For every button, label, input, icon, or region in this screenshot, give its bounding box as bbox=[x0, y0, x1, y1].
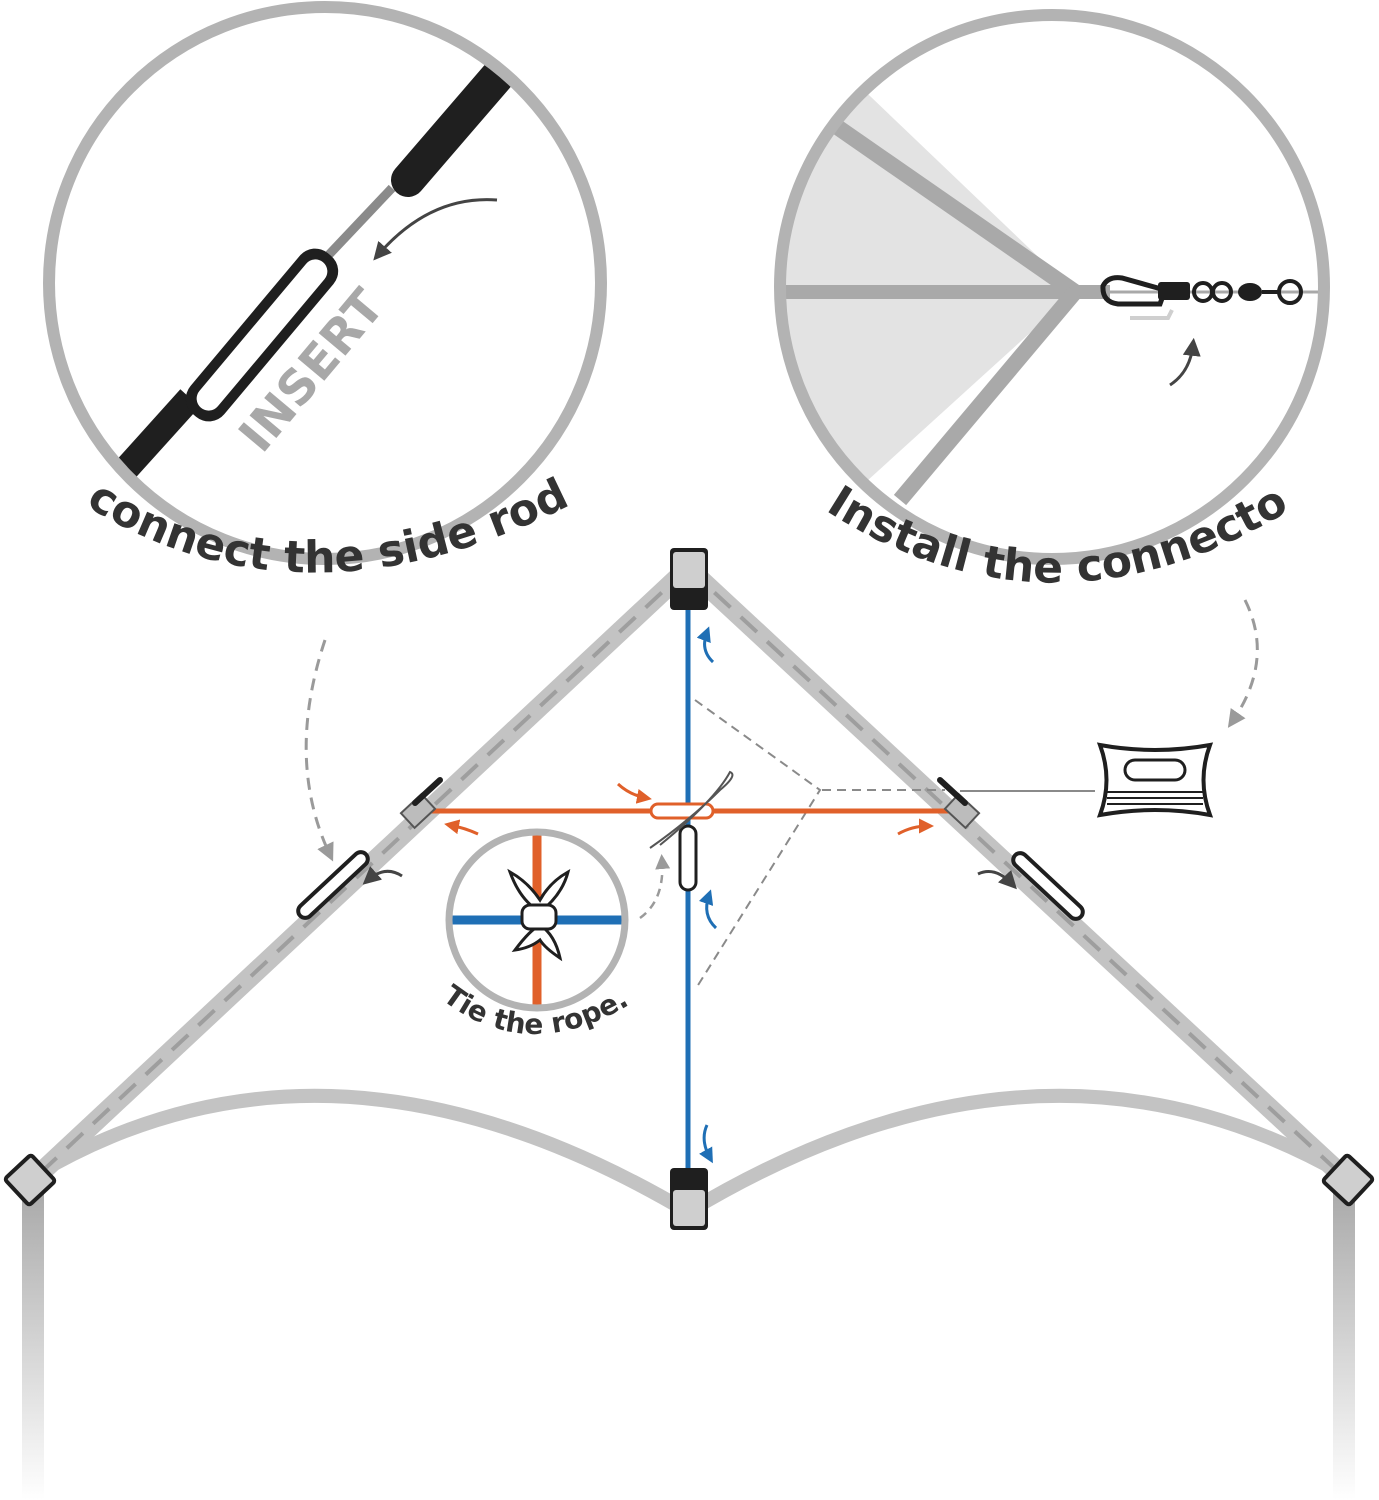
spar-arrow-right-icon bbox=[897, 818, 934, 836]
spar-arrow-center-icon bbox=[616, 782, 652, 804]
ferrule-arrow-right-icon bbox=[977, 869, 1017, 890]
detail-connect-side-rods: INSERT bbox=[43, 1, 607, 565]
right-tail bbox=[1333, 1188, 1355, 1500]
guide-arrow-left bbox=[304, 639, 334, 862]
kite-frame bbox=[3, 548, 1375, 1500]
trailing-edge-right bbox=[684, 1088, 1349, 1218]
spine-arrow-mid-icon bbox=[698, 889, 718, 930]
detail-circle-left bbox=[43, 1, 607, 565]
swivel-connector-icon bbox=[1100, 275, 1303, 320]
detail-circle-right bbox=[774, 9, 1330, 565]
detail-tie-rope bbox=[445, 828, 629, 1012]
spine-connector bbox=[678, 824, 698, 892]
line-winder-icon bbox=[1096, 742, 1214, 818]
nose-cap bbox=[670, 548, 708, 610]
bridle-line bbox=[694, 699, 822, 991]
rope-knot-icon bbox=[507, 868, 571, 962]
spreader-center-tube bbox=[649, 802, 715, 820]
spine-arrow-bottom-icon bbox=[699, 1124, 713, 1164]
rope-loop-icon bbox=[649, 770, 734, 849]
spine-arrow-top-icon bbox=[696, 626, 715, 664]
tie-guide-arrow bbox=[639, 854, 671, 920]
spreader-fitting-right bbox=[943, 792, 981, 830]
tail-cap bbox=[670, 1168, 708, 1230]
insert-arrow-icon bbox=[373, 198, 498, 261]
spar-arrow-left-icon bbox=[444, 819, 479, 836]
wingtip-cap-left bbox=[3, 1153, 57, 1207]
thin-rod bbox=[318, 184, 396, 266]
side-rod-ferrule-left bbox=[296, 850, 370, 920]
trailing-edge-left bbox=[31, 1088, 692, 1219]
connector-arrow-icon bbox=[1169, 337, 1201, 387]
guide-arrow-right bbox=[1227, 599, 1259, 728]
ferrule-arrow-left-icon bbox=[362, 866, 403, 885]
wingtip-cap-right bbox=[1321, 1153, 1375, 1207]
detail-circle-tie bbox=[445, 828, 629, 1012]
spreader-fitting-left bbox=[399, 792, 437, 830]
detail-install-connector bbox=[774, 9, 1330, 565]
left-tail bbox=[22, 1188, 44, 1500]
side-rod-ferrule-right bbox=[1011, 851, 1085, 921]
